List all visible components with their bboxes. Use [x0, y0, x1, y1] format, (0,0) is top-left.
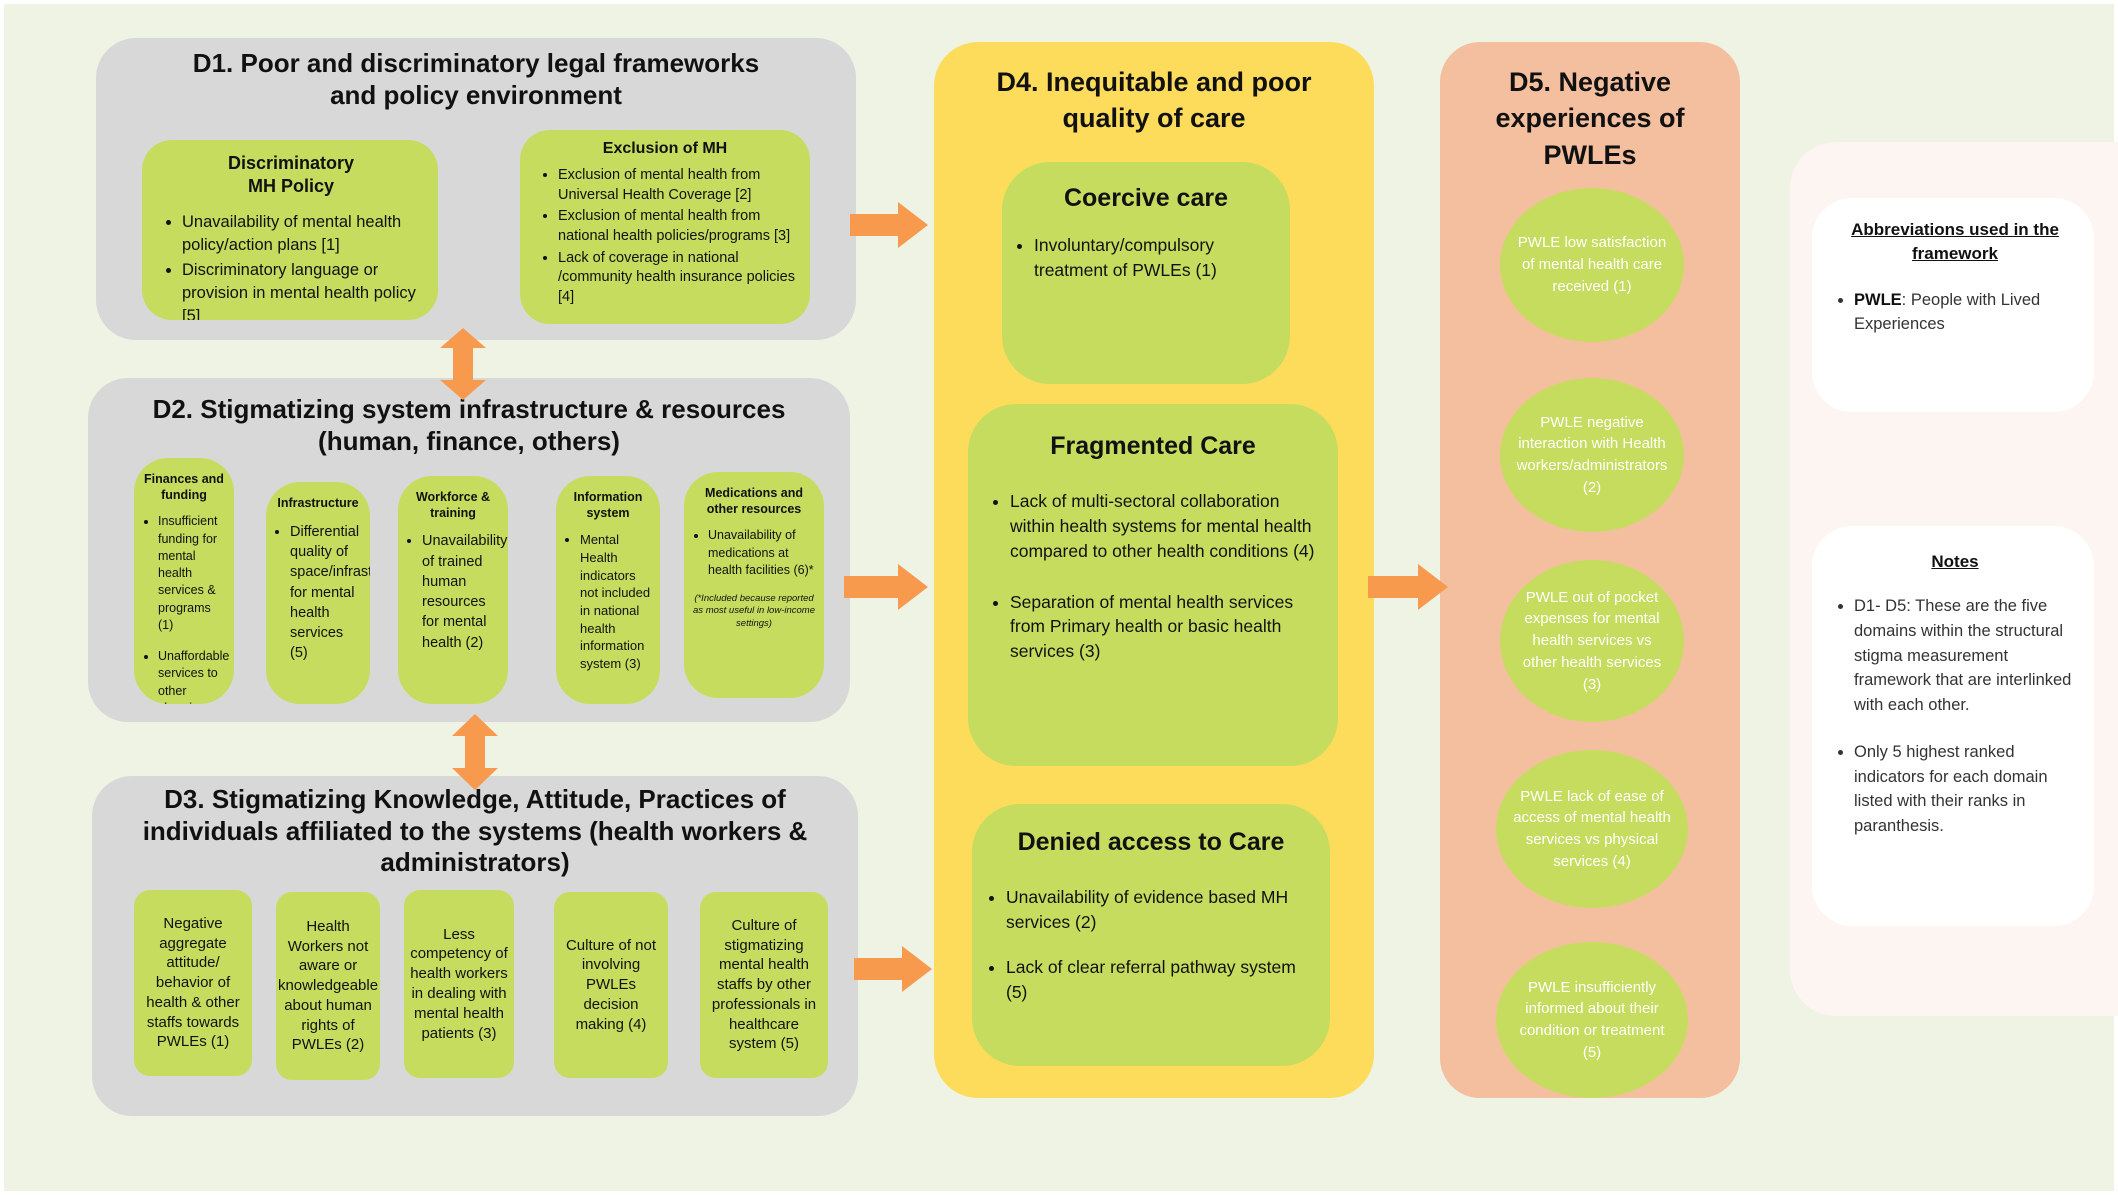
- d1-box-item: Exclusion of mental health from Universa…: [558, 166, 798, 205]
- d2-col-title: Finances and funding: [144, 472, 224, 502]
- notes-item: Only 5 highest ranked indicators for eac…: [1854, 740, 2076, 839]
- arrow-d2-to-d4: [844, 564, 928, 610]
- d1-box-discriminatory-policy: Discriminatory MH Policy Unavailability …: [142, 140, 438, 320]
- d4-box-item: Lack of multi-sectoral collaboration wit…: [1010, 489, 1324, 564]
- d4-box-coercive-care: Coercive care Involuntary/compulsory tre…: [1002, 162, 1290, 384]
- arrow-d3-to-d4: [854, 946, 932, 992]
- arrow-d2-d3-bidirectional: [452, 714, 498, 790]
- d2-col-workforce: Workforce & training Unavailability of t…: [398, 476, 508, 704]
- d5-circle-insufficiently-informed: PWLE insufficiently informed about their…: [1496, 942, 1688, 1098]
- d1-title: D1. Poor and discriminatory legal framew…: [192, 48, 760, 110]
- d2-col-item: Insufficient funding for mental health s…: [158, 513, 226, 634]
- arrow-d4-to-d5: [1368, 564, 1448, 610]
- d2-col-item: Unavailability of medications at health …: [708, 527, 816, 579]
- d5-circle-out-of-pocket: PWLE out of pocket expenses for mental h…: [1500, 560, 1684, 722]
- d2-col-information-system: Information system Mental Health indicat…: [556, 476, 660, 704]
- d2-col-title: Medications and other resources: [705, 486, 803, 516]
- d3-box-human-rights-awareness: Health Workers not aware or knowledgeabl…: [276, 892, 380, 1080]
- d2-panel: D2. Stigmatizing system infrastructure &…: [88, 378, 850, 722]
- d2-col-infrastructure: Infrastructure Differential quality of s…: [266, 482, 370, 704]
- d4-box-title: Fragmented Care: [1050, 432, 1256, 460]
- framework-canvas: D1. Poor and discriminatory legal framew…: [4, 4, 2118, 1191]
- d1-panel: D1. Poor and discriminatory legal framew…: [96, 38, 856, 340]
- d2-col-note: (*Included because reported as most usef…: [693, 593, 815, 629]
- d3-box-stigmatizing-staff-culture: Culture of stigmatizing mental health st…: [700, 892, 828, 1078]
- d2-col-title: Infrastructure: [277, 496, 359, 510]
- d2-col-item: Mental Health indicators not included in…: [580, 531, 652, 672]
- d2-col-title: Information system: [573, 490, 643, 520]
- d3-box-negative-attitude: Negative aggregate attitude/ behavior of…: [134, 890, 252, 1076]
- d2-col-item: Differential quality of space/infrastruc…: [290, 522, 370, 664]
- abbreviations-card: Abbreviations used in the framework PWLE…: [1812, 198, 2094, 412]
- d4-panel: D4. Inequitable and poor quality of care…: [934, 42, 1374, 1098]
- d2-col-item: Unaffordable services to other chronic c…: [158, 648, 229, 704]
- notes-title: Notes: [1931, 552, 1979, 571]
- d5-circle-negative-interaction: PWLE negative interaction with Health wo…: [1500, 378, 1684, 532]
- arrow-d1-d2-bidirectional: [440, 328, 486, 400]
- d2-col-medications: Medications and other resources Unavaila…: [684, 472, 824, 698]
- notes-card: Notes D1- D5: These are the five domains…: [1812, 526, 2094, 926]
- d1-box-item: Exclusion of mental health from national…: [558, 207, 798, 246]
- d4-box-fragmented-care: Fragmented Care Lack of multi-sectoral c…: [968, 404, 1338, 766]
- d4-box-item: Unavailability of evidence based MH serv…: [1006, 885, 1316, 935]
- d3-title: D3. Stigmatizing Knowledge, Attitude, Pr…: [142, 784, 808, 878]
- d2-col-finances: Finances and funding Insufficient fundin…: [134, 458, 234, 704]
- abbreviation-item: PWLE: People with Lived Experiences: [1854, 288, 2076, 338]
- arrow-d1-to-d4: [850, 202, 928, 248]
- d1-box-item: Lack of coverage in national /community …: [558, 249, 798, 308]
- d4-box-denied-access: Denied access to Care Unavailability of …: [972, 804, 1330, 1066]
- notes-item: D1- D5: These are the five domains withi…: [1854, 594, 2076, 718]
- d3-panel: D3. Stigmatizing Knowledge, Attitude, Pr…: [92, 776, 858, 1116]
- d1-box-title: Discriminatory MH Policy: [227, 153, 355, 197]
- d5-circle-ease-of-access: PWLE lack of ease of access of mental he…: [1496, 750, 1688, 908]
- abbreviation-term: PWLE: [1854, 290, 1902, 309]
- d2-col-item: Unavailability of trained human resource…: [422, 531, 507, 653]
- d1-box-title: Exclusion of MH: [602, 140, 728, 157]
- d4-box-item: Involuntary/compulsory treatment of PWLE…: [1034, 233, 1276, 283]
- d4-title: D4. Inequitable and poor quality of care: [996, 67, 1312, 134]
- d1-box-item: Unavailability of mental health policy/a…: [182, 211, 426, 257]
- d4-box-item: Lack of clear referral pathway system (5…: [1006, 955, 1316, 1005]
- abbreviations-title: Abbreviations used in the framework: [1851, 220, 2059, 263]
- d3-box-less-competency: Less competency of health workers in dea…: [404, 890, 514, 1078]
- d5-title: D5. Negative experiences of PWLEs: [1495, 67, 1685, 170]
- notes-panel: Abbreviations used in the framework PWLE…: [1790, 142, 2118, 1016]
- d3-box-not-involving-pwles: Culture of not involving PWLEs decision …: [554, 892, 668, 1078]
- d2-col-title: Workforce & training: [415, 490, 491, 520]
- d2-title: D2. Stigmatizing system infrastructure &…: [152, 394, 786, 456]
- d4-box-title: Denied access to Care: [1017, 828, 1285, 856]
- d4-box-title: Coercive care: [1063, 184, 1228, 212]
- d4-box-item: Separation of mental health services fro…: [1010, 590, 1324, 665]
- d5-circle-low-satisfaction: PWLE low satisfaction of mental health c…: [1500, 188, 1684, 342]
- d1-box-item: Discriminatory language or provision in …: [182, 259, 426, 320]
- d5-panel: D5. Negative experiences of PWLEs PWLE l…: [1440, 42, 1740, 1098]
- abbreviation-definition: : People with Lived Experiences: [1854, 290, 2041, 334]
- d1-box-exclusion-of-mh: Exclusion of MH Exclusion of mental heal…: [520, 130, 810, 324]
